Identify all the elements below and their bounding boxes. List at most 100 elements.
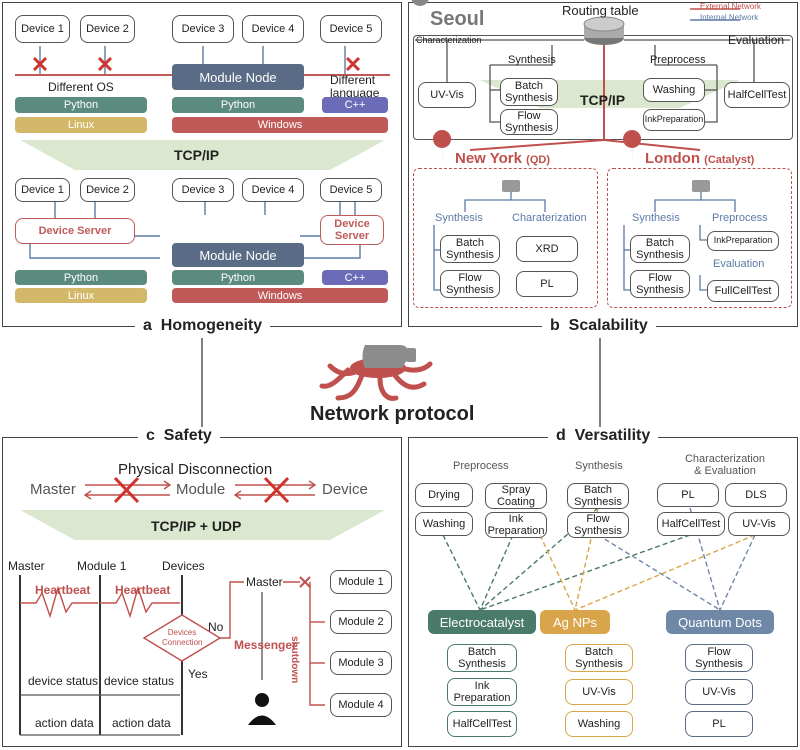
heartbeat-label: Heartbeat bbox=[35, 583, 91, 597]
tcpudp-band bbox=[20, 510, 385, 540]
ec-item: Batch Synthesis bbox=[447, 644, 517, 672]
device-box: Device 5 bbox=[320, 178, 382, 202]
module-box: Module 4 bbox=[330, 693, 392, 717]
legend-external: External Network bbox=[700, 2, 761, 11]
ld-flow-box: Flow Synthesis bbox=[630, 270, 690, 298]
drying-box: Drying bbox=[415, 483, 473, 507]
quantum-dots-label: Quantum Dots bbox=[666, 610, 774, 634]
python-bar: Python bbox=[15, 270, 147, 285]
windows-bar: Windows bbox=[172, 117, 388, 133]
device-box: Device 1 bbox=[15, 15, 70, 43]
panel-b-title-text: Scalability bbox=[568, 317, 648, 334]
network-protocol-title: Network protocol bbox=[310, 403, 475, 425]
dls-box: DLS bbox=[725, 483, 787, 507]
qd-item: PL bbox=[685, 711, 753, 737]
messenger-label: Messenger bbox=[234, 638, 297, 652]
preprocess-header: Preprocess bbox=[453, 460, 509, 472]
london-name: London bbox=[645, 150, 700, 167]
device-status-label: device status bbox=[104, 674, 175, 688]
action-data-label: action data bbox=[112, 716, 171, 730]
device-box: Device 5 bbox=[320, 15, 382, 43]
uvvis-box: UV-Vis bbox=[418, 82, 476, 108]
python-bar: Python bbox=[172, 270, 304, 285]
master-label: Master bbox=[30, 481, 76, 498]
python-bar: Python bbox=[15, 97, 147, 113]
newyork-tag: (QD) bbox=[526, 154, 550, 166]
panel-b-letter: b bbox=[550, 317, 560, 334]
washing-box: Washing bbox=[415, 512, 473, 536]
newyork-name: New York bbox=[455, 150, 522, 167]
device-server: Device Server bbox=[320, 215, 384, 245]
ny-xrd-box: XRD bbox=[516, 236, 578, 262]
device-box: Device 3 bbox=[172, 15, 234, 43]
batch-synthesis-box: Batch Synthesis bbox=[500, 78, 558, 106]
octopus-logo-icon bbox=[319, 345, 433, 401]
ld-evaluation-label: Evaluation bbox=[713, 258, 765, 270]
router-icon-small bbox=[502, 180, 710, 192]
person-icon bbox=[248, 693, 276, 725]
module-box: Module 3 bbox=[330, 651, 392, 675]
pl-box: PL bbox=[657, 483, 719, 507]
module-box: Module 1 bbox=[330, 570, 392, 594]
characterization-label: Characterization bbox=[416, 35, 482, 45]
device-box: Device 4 bbox=[242, 178, 304, 202]
panel-d-letter: d bbox=[556, 427, 566, 444]
ny-flow-box: Flow Synthesis bbox=[440, 270, 500, 298]
preprocess-label: Preprocess bbox=[650, 54, 706, 66]
char-eval-header: Characterization & Evaluation bbox=[684, 453, 766, 477]
halfcelltest-box: HalfCellTest bbox=[657, 512, 725, 536]
ld-preprocess-label: Preprocess bbox=[712, 212, 768, 224]
newyork-label: New York (QD) bbox=[455, 150, 550, 167]
spray-coating-box: Spray Coating bbox=[485, 483, 547, 509]
col-master: Master bbox=[8, 559, 45, 573]
agnps-label: Ag NPs bbox=[540, 610, 610, 634]
linux-bar: Linux bbox=[15, 288, 147, 303]
col-module1: Module 1 bbox=[77, 559, 127, 573]
panel-c-title: c Safety bbox=[138, 427, 220, 445]
electrocatalyst-label: Electrocatalyst bbox=[428, 610, 536, 634]
panel-c-letter: c bbox=[146, 427, 155, 444]
heartbeat-label: Heartbeat bbox=[115, 583, 171, 597]
x-mark-module1 bbox=[299, 576, 311, 588]
ec-item: Ink Preparation bbox=[447, 678, 517, 706]
ag-item: UV-Vis bbox=[565, 679, 633, 705]
panel-d-title: d Versatility bbox=[548, 427, 659, 445]
action-data-label: action data bbox=[35, 716, 94, 730]
col-devices: Devices bbox=[162, 559, 205, 573]
panel-a-title: a Homogeneity bbox=[135, 317, 271, 335]
tcpip-band-a bbox=[20, 140, 385, 170]
panel-d-title-text: Versatility bbox=[574, 427, 651, 444]
ag-item: Batch Synthesis bbox=[565, 644, 633, 672]
module-label: Module bbox=[176, 481, 226, 498]
different-os-label: Different OS bbox=[48, 80, 114, 94]
legend-internal: Internal Network bbox=[700, 13, 759, 22]
seoul-label: Seoul bbox=[430, 8, 485, 30]
cpp-bar: C++ bbox=[322, 270, 388, 285]
disconnect-x-marks-c bbox=[113, 476, 290, 504]
yes-label: Yes bbox=[188, 667, 208, 681]
ec-item: HalfCellTest bbox=[447, 711, 517, 737]
device-box: Device 2 bbox=[80, 15, 135, 43]
batch-synthesis-box: Batch Synthesis bbox=[567, 483, 629, 509]
disconnect-x-marks bbox=[32, 56, 361, 72]
pin-icons bbox=[433, 130, 642, 168]
heartbeat-signals bbox=[20, 585, 180, 619]
flow-synthesis-box: Flow Synthesis bbox=[567, 512, 629, 538]
device-label: Device bbox=[322, 481, 368, 498]
panel-a-letter: a bbox=[143, 317, 152, 334]
halfcelltest-box: HalfCellTest bbox=[724, 82, 790, 108]
module-box: Module 2 bbox=[330, 610, 392, 634]
ld-fullcell-box: FullCellTest bbox=[707, 280, 779, 302]
london-label: London (Catalyst) bbox=[645, 150, 754, 167]
ld-ink-box: InkPreparation bbox=[707, 231, 779, 251]
module-node: Module Node bbox=[172, 243, 304, 267]
qd-item: UV-Vis bbox=[685, 679, 753, 705]
panel-b-title: b Scalability bbox=[542, 317, 656, 335]
no-label: No bbox=[208, 620, 224, 634]
london-tag: (Catalyst) bbox=[704, 154, 755, 166]
ny-synthesis-label: Synthesis bbox=[435, 212, 483, 224]
master2-label: Master bbox=[246, 575, 283, 589]
